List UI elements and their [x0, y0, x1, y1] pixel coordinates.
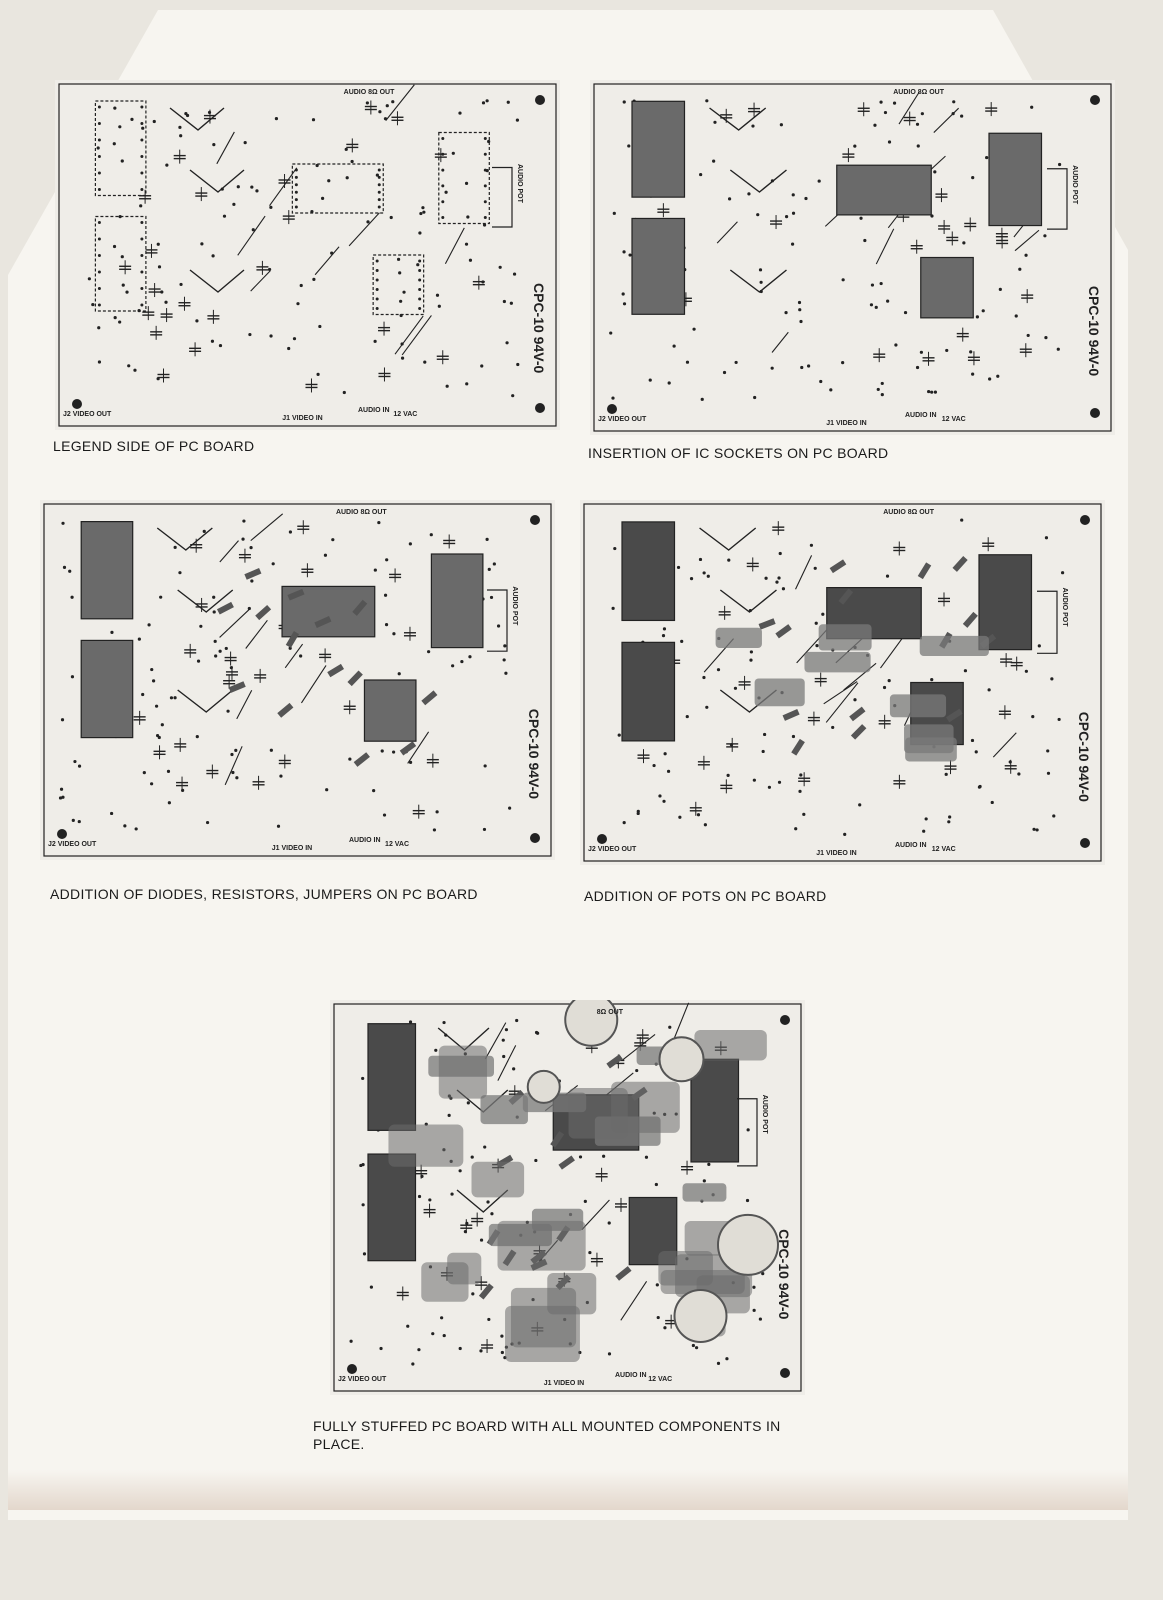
- audio-pot-label: AUDIO POT: [516, 164, 523, 204]
- audio-out-label: AUDIO 8Ω OUT: [344, 89, 395, 96]
- audio-pot-label: AUDIO POT: [761, 1095, 768, 1135]
- audio-out-label: AUDIO 8Ω OUT: [893, 89, 944, 96]
- video-in-label: J1 VIDEO IN: [282, 415, 322, 422]
- pcb-drawing: AUDIO 8Ω OUT J2 VIDEO OUT J1 VIDEO IN AUDIO…: [58, 83, 557, 427]
- audio-out-label: AUDIO 8Ω OUT: [336, 509, 387, 516]
- board-photo-ic-sockets: AUDIO 8Ω OUT J2 VIDEO OUT J1 VIDEO IN AUDIO…: [590, 80, 1115, 435]
- video-out-label: J2 VIDEO OUT: [588, 846, 637, 853]
- audio-out-label: AUDIO 8Ω OUT: [883, 509, 934, 516]
- video-out-label: J2 VIDEO OUT: [63, 411, 112, 418]
- power-label: 12 VAC: [385, 841, 409, 848]
- pcb-drawing: AUDIO 8Ω OUT J2 VIDEO OUT J1 VIDEO IN AUDIO…: [583, 503, 1102, 862]
- board-model-label: CPC-10 94V-0: [1086, 286, 1102, 376]
- board-model-label: CPC-10 94V-0: [1076, 712, 1092, 802]
- caption-legend: LEGEND SIDE OF PC BOARD: [53, 438, 255, 454]
- power-label: 12 VAC: [942, 416, 966, 423]
- audio-out-label: 8Ω OUT: [597, 1009, 624, 1016]
- board-model-label: CPC-10 94V-0: [526, 709, 542, 799]
- audio-pot-label: AUDIO POT: [1061, 588, 1068, 628]
- caption-diodes-resistors: ADDITION OF DIODES, RESISTORS, JUMPERS O…: [50, 886, 478, 902]
- video-in-label: J1 VIDEO IN: [826, 420, 866, 427]
- board-model-label: CPC-10 94V-0: [776, 1229, 792, 1319]
- power-label: 12 VAC: [393, 411, 417, 418]
- audio-pot-label: AUDIO POT: [1071, 165, 1078, 205]
- audio-in-label: AUDIO IN: [615, 1372, 647, 1379]
- board-photo-pots: AUDIO 8Ω OUT J2 VIDEO OUT J1 VIDEO IN AUDIO…: [580, 500, 1105, 865]
- audio-pot-label: AUDIO POT: [511, 586, 518, 626]
- power-label: 12 VAC: [932, 846, 956, 853]
- audio-in-label: AUDIO IN: [349, 837, 381, 844]
- caption-fully-stuffed: FULLY STUFFED PC BOARD WITH ALL MOUNTED …: [313, 1418, 781, 1452]
- board-photo-legend: AUDIO 8Ω OUT J2 VIDEO OUT J1 VIDEO IN AUDIO…: [55, 80, 560, 430]
- board-photo-diodes-resistors: AUDIO 8Ω OUT J2 VIDEO OUT J1 VIDEO IN AUDIO…: [40, 500, 555, 860]
- board-model-label: CPC-10 94V-0: [531, 283, 547, 373]
- audio-in-label: AUDIO IN: [905, 412, 937, 419]
- caption-pots: ADDITION OF POTS ON PC BOARD: [584, 888, 827, 904]
- video-in-label: J1 VIDEO IN: [544, 1380, 584, 1387]
- page-edge-shadow: [8, 1470, 1128, 1510]
- power-label: 12 VAC: [648, 1376, 672, 1383]
- video-out-label: J2 VIDEO OUT: [48, 841, 97, 848]
- pcb-drawing: AUDIO 8Ω OUT J2 VIDEO OUT J1 VIDEO IN AUDIO…: [593, 83, 1112, 432]
- pcb-drawing: 8Ω OUT J2 VIDEO OUT J1 VIDEO IN AUDIO IN12 …: [333, 1000, 802, 1392]
- pcb-drawing: AUDIO 8Ω OUT J2 VIDEO OUT J1 VIDEO IN AUDIO…: [43, 503, 552, 857]
- video-out-label: J2 VIDEO OUT: [338, 1376, 387, 1383]
- video-in-label: J1 VIDEO IN: [816, 850, 856, 857]
- video-in-label: J1 VIDEO IN: [272, 845, 312, 852]
- audio-in-label: AUDIO IN: [358, 407, 390, 414]
- caption-ic-sockets: INSERTION OF IC SOCKETS ON PC BOARD: [588, 445, 889, 461]
- video-out-label: J2 VIDEO OUT: [598, 416, 647, 423]
- audio-in-label: AUDIO IN: [895, 842, 927, 849]
